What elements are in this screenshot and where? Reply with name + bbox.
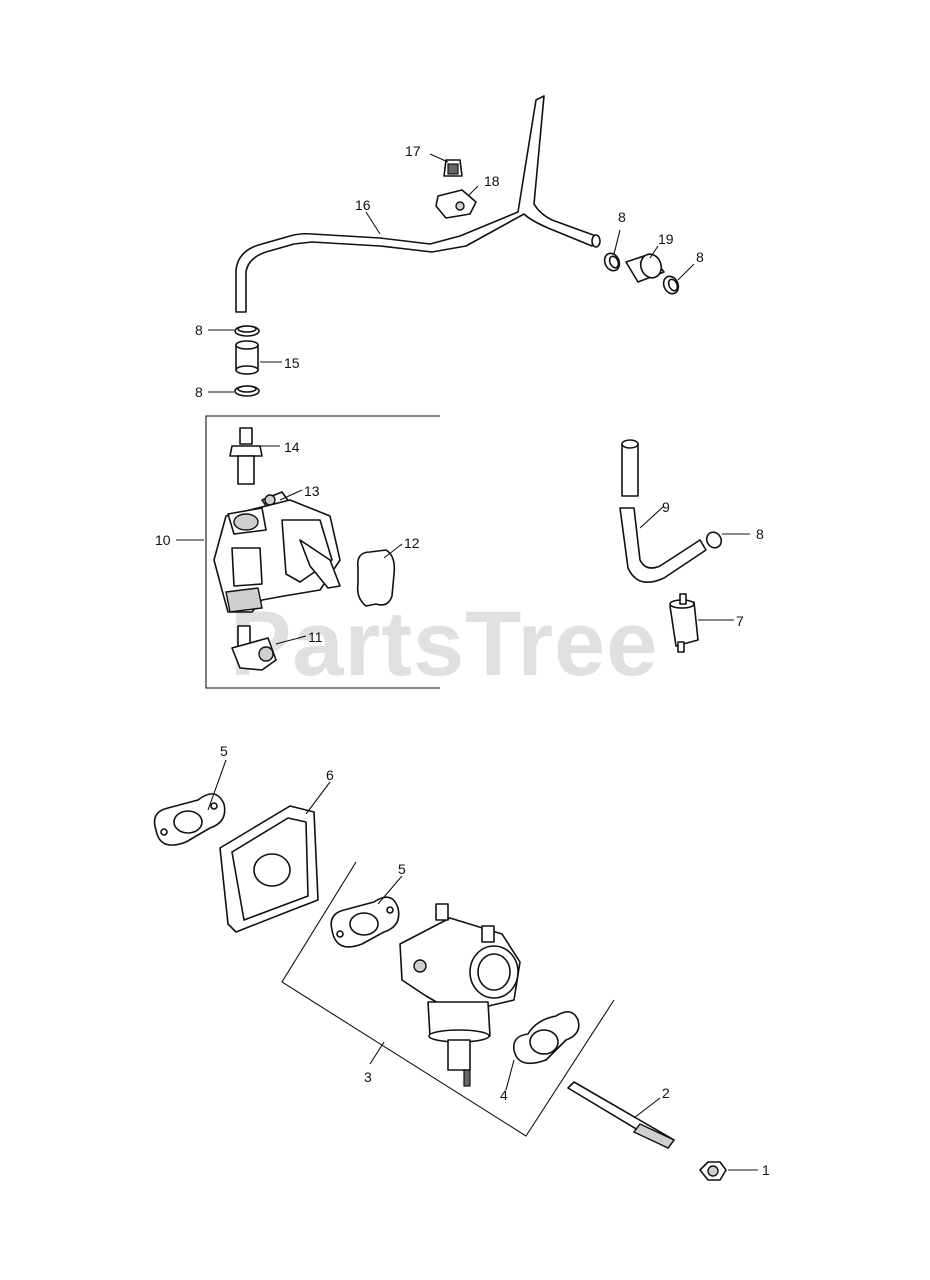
carb-group-frame bbox=[281, 861, 615, 1137]
callout-17: 17 bbox=[405, 143, 421, 159]
heat-shield-part-6[interactable] bbox=[219, 805, 319, 933]
callout-1: 1 bbox=[762, 1162, 770, 1178]
callout-14: 14 bbox=[284, 439, 300, 455]
hose-part-15[interactable] bbox=[235, 340, 259, 375]
watermark-text: PartsTree bbox=[230, 593, 658, 695]
carburetor-part-3[interactable] bbox=[399, 903, 521, 1087]
callout-11: 11 bbox=[308, 629, 323, 645]
pump-group-frame bbox=[205, 415, 440, 689]
gasket-part-4[interactable] bbox=[512, 1011, 580, 1065]
stud-part-2[interactable] bbox=[567, 1081, 676, 1149]
callout-8-b: 8 bbox=[696, 249, 704, 265]
callout-4: 4 bbox=[500, 1087, 508, 1103]
callout-5-a: 5 bbox=[220, 743, 228, 759]
clamp-part-8-e[interactable] bbox=[704, 530, 724, 551]
callout-12: 12 bbox=[404, 535, 420, 551]
callout-8-c: 8 bbox=[195, 322, 203, 338]
callout-7: 7 bbox=[736, 613, 744, 629]
callout-6: 6 bbox=[326, 767, 334, 783]
callout-labels: 17 18 16 8 19 8 8 15 8 14 13 10 12 11 9 … bbox=[155, 143, 770, 1178]
clamp-part-8-a[interactable] bbox=[602, 251, 622, 273]
fuel-pump-part-10[interactable] bbox=[213, 499, 341, 613]
nut-part-1[interactable] bbox=[699, 1161, 727, 1181]
callout-19: 19 bbox=[658, 231, 674, 247]
elbow-fitting-part-11[interactable] bbox=[231, 625, 277, 671]
callout-15: 15 bbox=[284, 355, 300, 371]
fitting-part-17[interactable] bbox=[443, 159, 463, 177]
clamp-part-8-c[interactable] bbox=[234, 325, 260, 337]
fitting-part-14[interactable] bbox=[229, 427, 263, 485]
leader-lines bbox=[176, 153, 758, 1171]
gasket-part-12[interactable] bbox=[356, 549, 396, 607]
gasket-part-5-a[interactable] bbox=[153, 793, 226, 846]
callout-8-d: 8 bbox=[195, 384, 203, 400]
hose-part-9[interactable] bbox=[619, 439, 707, 584]
clip-part-18[interactable] bbox=[435, 189, 477, 219]
gasket-part-5-b[interactable] bbox=[330, 896, 400, 948]
fuel-filter-part-7[interactable] bbox=[669, 593, 699, 653]
callout-3: 3 bbox=[364, 1069, 372, 1085]
callout-16: 16 bbox=[355, 197, 371, 213]
fuel-line-part-16[interactable] bbox=[235, 95, 601, 313]
clamp-part-8-b[interactable] bbox=[661, 274, 681, 296]
callout-8-a: 8 bbox=[618, 209, 626, 225]
callout-2: 2 bbox=[662, 1085, 670, 1101]
callout-9: 9 bbox=[662, 499, 670, 515]
callout-13: 13 bbox=[304, 483, 320, 499]
callout-5-b: 5 bbox=[398, 861, 406, 877]
callout-10: 10 bbox=[155, 532, 171, 548]
callout-8-e: 8 bbox=[756, 526, 764, 542]
clamp-part-8-d[interactable] bbox=[234, 385, 260, 397]
hose-part-19[interactable] bbox=[625, 251, 665, 283]
callout-18: 18 bbox=[484, 173, 500, 189]
